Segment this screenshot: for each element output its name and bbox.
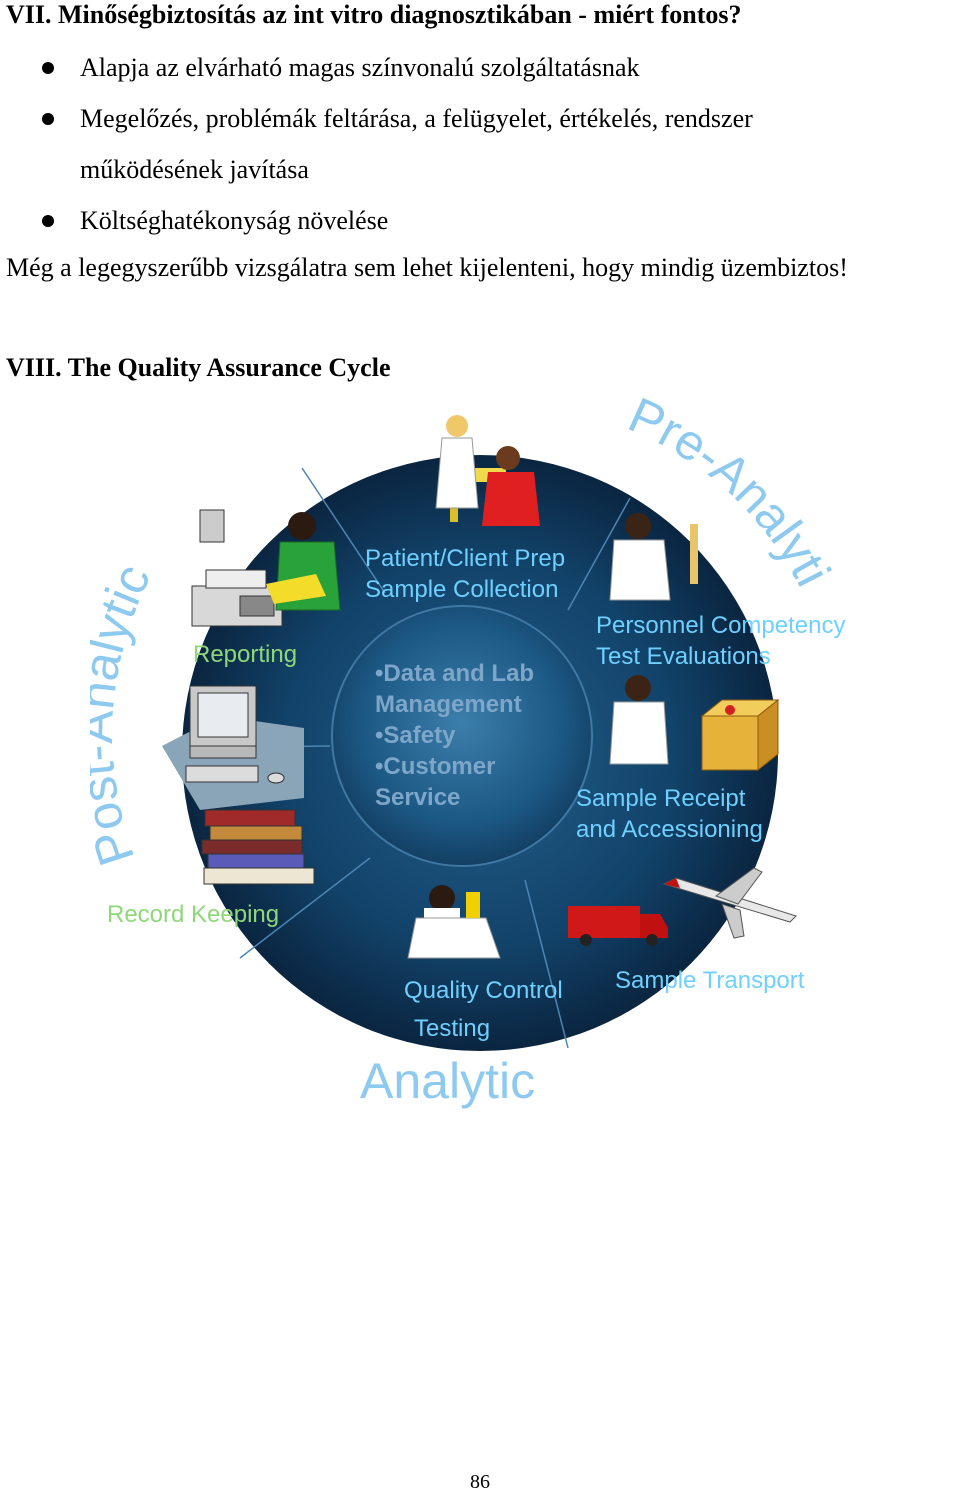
core-management-label: Management	[375, 691, 522, 718]
patient-phlebotomy-icon	[435, 415, 540, 526]
phone-operator-icon	[266, 512, 341, 611]
core-safety-label: •Safety	[375, 722, 456, 749]
airplane-icon	[662, 867, 797, 939]
computer-icon	[162, 685, 304, 810]
bullet-item: Költséghatékonyság növelése	[0, 195, 860, 246]
microscope-technician-icon	[407, 885, 501, 959]
bullet-dot-icon	[42, 215, 54, 227]
core-customer-label: •Customer	[375, 753, 495, 780]
core-service-label: Service	[375, 784, 460, 811]
analytic-label: Analytic	[360, 1053, 535, 1109]
patient-prep-label: Patient/Client Prep	[365, 545, 565, 572]
reliability-statement: Még a legegyszerűbb vizsgálatra sem lehe…	[6, 253, 848, 282]
test-evaluations-label: Test Evaluations	[596, 643, 771, 670]
accessioning-label: and Accessioning	[576, 816, 763, 843]
books-stack-icon	[201, 809, 315, 885]
personnel-competency-label: Personnel Competency	[596, 612, 845, 639]
testing-label: Testing	[414, 1015, 490, 1042]
bullet-list: Alapja az elvárható magas színvonalú szo…	[0, 42, 960, 246]
bullet-item: Alapja az elvárható magas színvonalú szo…	[0, 42, 860, 93]
lab-technician-icon	[609, 513, 698, 601]
quality-assurance-cycle-diagram: Pre-Analytic Post-Analytic Analytic Pati…	[90, 398, 845, 1109]
section-8-title: VIII. The Quality Assurance Cycle	[6, 353, 391, 382]
fax-machine-icon	[191, 509, 283, 627]
core-data-management-label: •Data and Lab	[375, 660, 534, 687]
sample-receipt-label: Sample Receipt	[576, 785, 746, 812]
sample-transport-label: Sample Transport	[615, 967, 805, 994]
bullet-item: Megelőzés, problémák feltárása, a felügy…	[0, 93, 860, 195]
delivery-van-icon	[568, 906, 668, 946]
reporting-label: Reporting	[193, 641, 297, 668]
bullet-dot-icon	[42, 113, 54, 125]
post-analytic-label: Post-Analytic	[90, 556, 161, 873]
record-keeping-label: Record Keeping	[107, 901, 279, 928]
quality-control-label: Quality Control	[404, 977, 563, 1004]
core-circle	[331, 605, 593, 867]
page-number: 86	[470, 1471, 490, 1493]
sample-collection-label: Sample Collection	[365, 576, 558, 603]
sample-package-icon	[609, 675, 780, 772]
bullet-dot-icon	[42, 62, 54, 74]
section-7-title: VII. Minőségbiztosítás az int vitro diag…	[6, 0, 742, 29]
